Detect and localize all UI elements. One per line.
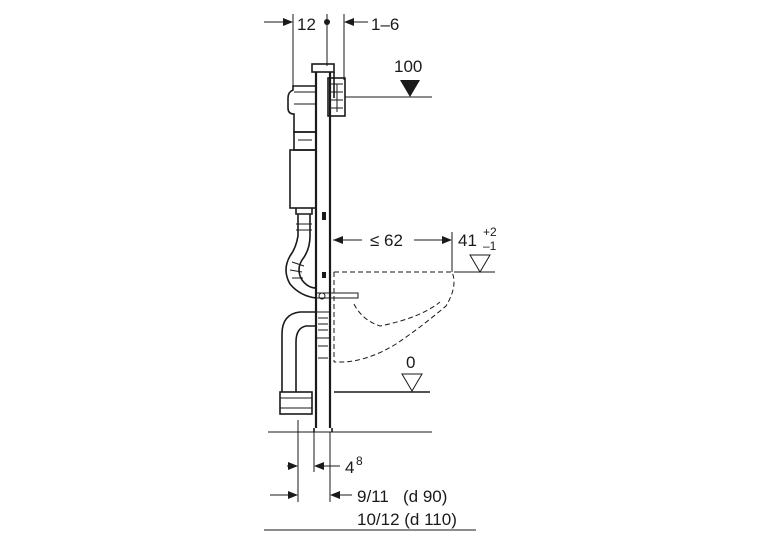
arrow-head-9-11-left [288,491,298,499]
arrow-head-9-11-right [330,491,340,499]
dim-label-4: 4 [345,458,354,477]
wc-bowl [333,271,455,363]
dim-label-4-sup: 8 [356,454,363,468]
height-100-group: 100 [345,57,432,98]
arrow-head-62-left [333,236,343,244]
bottom-dimension-group: 4 8 9/11 (d 90) 10/12 (d 110) [264,420,476,531]
arrow-head-4-right [314,462,324,470]
flush-pipe-outer [285,214,317,299]
waste-sleeve [279,391,313,415]
flush-pipe [285,214,317,299]
actuator-plate [327,77,346,117]
level-marker-41 [469,254,491,273]
arrow-head-12 [283,18,293,26]
dim-label-10-12: 10/12 (d 110) [357,510,457,529]
waste-flange [315,311,331,339]
bowl-outline [334,271,455,363]
cistern [287,85,317,215]
cistern-lower [289,149,317,209]
dim-label-9-11: 9/11 (d 90) [357,487,447,506]
frame-clip [322,212,326,220]
cistern-outlet [295,208,313,215]
flush-pipe-inner [298,214,317,289]
dim-tol-minus: –1 [483,239,497,253]
cistern-upper [287,85,317,133]
dim-label-41: 41 [458,231,477,250]
frame-details [318,212,328,359]
dim-label-12: 12 [297,15,316,34]
bowl-connector [315,292,359,300]
pipe-ridge [291,261,305,267]
dim-label-62: ≤ 62 [370,231,403,250]
pipe-ridge [289,269,303,273]
frame-top-cap [311,63,335,73]
arrow-head-62-right [442,236,452,244]
waste-bend [279,311,331,415]
bowl-height-group: 41 +2 –1 [454,225,497,273]
waste-bend-inner [295,325,316,392]
bowl-inner [353,301,441,327]
level-marker-0 [401,373,423,392]
frame-clip [322,272,326,278]
dim-tol-plus: +2 [483,225,497,239]
floor-level-group: 0 [334,353,430,393]
connector-sleeve [315,292,359,299]
waste-bend-outer [281,311,316,392]
connector-ring [318,292,326,300]
arrow-head-1-6 [344,18,354,26]
bowl-depth-dimension: ≤ 62 [333,231,453,272]
actuator-frame [327,77,346,117]
top-dimension-group: 12 1–6 [264,14,399,86]
arrow-head-4-left [288,462,298,470]
dim-label-0: 0 [406,353,415,372]
center-dot [324,19,330,25]
cistern-middle [293,131,317,151]
dim-label-100: 100 [394,57,422,76]
level-marker-100 [400,80,420,97]
dim-label-1-6: 1–6 [371,15,399,34]
